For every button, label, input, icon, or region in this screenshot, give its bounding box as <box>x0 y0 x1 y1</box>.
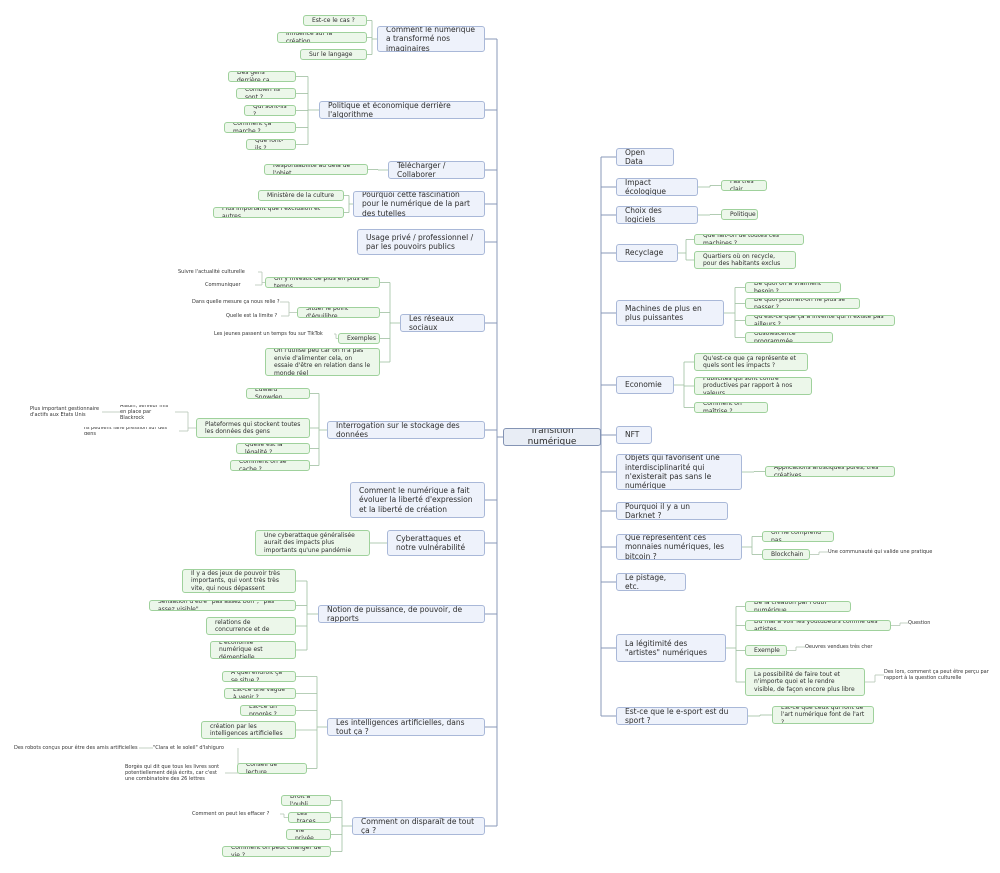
text-node[interactable]: Oeuvres vendues très cher <box>805 643 873 650</box>
leaf-node[interactable]: Comment on maîtrise ? <box>694 402 768 413</box>
leaf-node[interactable]: Est-ce que ceux qui font de l'art numéri… <box>772 706 874 724</box>
leaf-node[interactable]: Quelle est la légalité ? <box>236 443 310 454</box>
text-node[interactable]: Ils peuvent faire pression sur des gens <box>84 427 167 435</box>
leaf-node[interactable]: Droit à l'oubli <box>281 795 331 806</box>
leaf-node[interactable]: Vie privée <box>286 829 331 840</box>
leaf-node[interactable]: Comment on se cache ? <box>230 460 310 471</box>
leaf-node[interactable]: Une cyberattaque généralisée aurait des … <box>255 530 370 556</box>
branch-reseaux-sociaux[interactable]: Les réseaux sociaux <box>400 314 485 332</box>
leaf-node[interactable]: Combien ils sont ? <box>236 88 296 99</box>
branch-machines[interactable]: Machines de plus en plus puissantes <box>616 300 724 326</box>
leaf-node[interactable]: Comment ça marche ? <box>224 122 296 133</box>
leaf-node[interactable]: Pas très clair <box>721 180 767 191</box>
text-node[interactable]: Borgès qui dit que tous les livres sont … <box>125 763 220 783</box>
leaf-node[interactable]: Politique <box>721 209 758 220</box>
text-node[interactable]: Des robots conçus pour être des amis art… <box>14 744 138 751</box>
branch-interdisciplinarite[interactable]: Objets qui favorisent une interdisciplin… <box>616 454 742 490</box>
branch-economie[interactable]: Economie <box>616 376 674 394</box>
leaf-node[interactable]: Publicités qui sont contre productives p… <box>694 377 812 395</box>
leaf-node[interactable]: Situer le point d'équilibre <box>297 307 380 318</box>
leaf-node[interactable]: De la création par l'outil numérique <box>745 601 851 612</box>
text-node[interactable]: Aladin, serveur mis en place par Blackro… <box>120 405 169 419</box>
leaf-node[interactable]: Sensation d'être "pas assez bon", "pas a… <box>149 600 296 611</box>
leaf-node[interactable]: L'économie numérique est démentielle <box>210 641 296 659</box>
leaf-node[interactable]: On l'utilise peu car on n'a pas envie d'… <box>265 348 380 376</box>
leaf-node[interactable]: Qu'est-ce que ça représente et quels son… <box>694 353 808 371</box>
leaf-node[interactable]: Conseil de lecture <box>237 763 307 774</box>
leaf-node[interactable]: Est-ce un progrès ? <box>240 705 296 716</box>
text-node[interactable]: Quelle est la limite ? <box>226 312 278 319</box>
branch-disparaitre[interactable]: Comment on disparaît de tout ça ? <box>352 817 485 835</box>
leaf-node[interactable]: Exemple <box>745 645 787 656</box>
text-node[interactable]: Dans quelle mesure ça nous relie ? <box>192 298 280 305</box>
leaf-node[interactable]: Ca exacerbe des relations de concurrence… <box>206 617 296 635</box>
leaf-node[interactable]: Exemples <box>338 333 380 344</box>
leaf-node[interactable]: Qu'est-ce que ça a inventé qui n'existe … <box>745 315 895 326</box>
text-node[interactable]: Les jeunes passent un temps fou sur TikT… <box>214 330 323 337</box>
leaf-node[interactable]: A quel endroit ça se situe ? <box>222 671 296 682</box>
leaf-node[interactable]: Edward Snowden <box>246 388 310 399</box>
branch-open-data[interactable]: Open Data <box>616 148 674 166</box>
branch-telecharger[interactable]: Télécharger / Collaborer <box>388 161 485 179</box>
branch-algorithme[interactable]: Politique et économique derrière l'algor… <box>319 101 485 119</box>
leaf-node[interactable]: Blockchain <box>762 549 810 560</box>
branch-usage[interactable]: Usage privé / professionnel / par les po… <box>357 229 485 255</box>
branch-choix-logiciels[interactable]: Choix des logiciels <box>616 206 698 224</box>
branch-esport[interactable]: Est-ce que le e-sport est du sport ? <box>616 707 748 725</box>
leaf-node[interactable]: Quartiers où on recycle, pour des habita… <box>694 251 796 269</box>
branch-nft[interactable]: NFT <box>616 426 652 444</box>
leaf-node[interactable]: Ministère de la culture <box>258 190 344 201</box>
leaf-node[interactable]: Que font-ils ? <box>246 139 296 150</box>
leaf-node[interactable]: Obsolescence programmée <box>745 332 833 343</box>
leaf-node[interactable]: Du mal à voir les youtubeurs comme des a… <box>745 620 891 631</box>
leaf-node[interactable]: Plateformes qui stockent toutes les donn… <box>196 418 310 438</box>
branch-intelligences-artificielles[interactable]: Les intelligences artificielles, dans to… <box>327 718 485 736</box>
leaf-node[interactable]: Plus important que l'exclusion et autres <box>213 207 344 218</box>
leaf-node[interactable]: Est-ce une vague à venir ? <box>224 688 296 699</box>
leaf-node[interactable]: Qui sont-ils ? <box>244 105 296 116</box>
leaf-node[interactable]: De quoi on a vraiment besoin ? <box>745 282 841 293</box>
text-node[interactable]: Communiquer <box>205 281 241 288</box>
branch-tutelles[interactable]: Pourquoi cette fascination pour le numér… <box>353 191 485 217</box>
text-node[interactable]: Comment on peut les effacer ? <box>192 810 270 817</box>
leaf-node[interactable]: Il y a des jeux de pouvoir très importan… <box>182 569 296 593</box>
text-node[interactable]: Des lors, comment ça peut être perçu par… <box>884 668 989 681</box>
text-node[interactable]: Plus important gestionnaire d'actifs aux… <box>30 405 100 418</box>
root-node[interactable]: Transition numérique <box>503 428 601 446</box>
branch-recyclage[interactable]: Recyclage <box>616 244 678 262</box>
leaf-node[interactable]: Applications artistiques pures, très cré… <box>765 466 895 477</box>
branch-legitimite-artistes[interactable]: La légitimité des "artistes" numériques <box>616 634 726 662</box>
branch-pistage[interactable]: Le pistage, etc. <box>616 573 686 591</box>
branch-puissance[interactable]: Notion de puissance, de pouvoir, de rapp… <box>318 605 485 623</box>
branch-liberte-expression[interactable]: Comment le numérique a fait évoluer la l… <box>350 482 485 518</box>
text-node[interactable]: Une communauté qui valide une pratique <box>828 548 933 555</box>
branch-cyberattaques[interactable]: Cyberattaques et notre vulnérabilité <box>387 530 485 556</box>
leaf-node[interactable]: Influence sur la création <box>277 32 367 43</box>
branch-impact-ecologique[interactable]: Impact écologique <box>616 178 698 196</box>
text-node[interactable]: Suivre l'actualité culturelle <box>178 268 245 275</box>
branch-imaginaires[interactable]: Comment le numérique a transformé nos im… <box>377 26 485 52</box>
leaf-node[interactable]: Est-ce le cas ? <box>303 15 367 26</box>
leaf-node[interactable]: On y investit de plus en plus de temps <box>265 277 380 288</box>
branch-bitcoin[interactable]: Que représentent ces monnaies numériques… <box>616 534 742 560</box>
leaf-node[interactable]: Comment on peut changer de vie ? <box>222 846 331 857</box>
leaf-node[interactable]: De quoi pourrait-on ne plus se passer ? <box>745 298 860 309</box>
leaf-node[interactable]: Des gens derrière ça <box>228 71 296 82</box>
leaf-node[interactable]: La possibilité de faire tout et n'import… <box>745 668 865 696</box>
leaf-node[interactable]: On ne comprend pas <box>762 531 834 542</box>
leaf-node[interactable]: Sur le langage <box>300 49 367 60</box>
branch-stockage-donnees[interactable]: Interrogation sur le stockage des donnée… <box>327 421 485 439</box>
leaf-node[interactable]: Les traces <box>288 812 331 823</box>
leaf-node[interactable]: Responsabilité au delà de l'objet <box>264 164 368 175</box>
branch-darknet[interactable]: Pourquoi il y a un Darknet ? <box>616 502 728 520</box>
text-node[interactable]: "Clara et le soleil" d'Ishiguro <box>153 744 224 751</box>
text-node[interactable]: Question <box>908 619 931 626</box>
leaf-node[interactable]: Que fait-on de toutes ces machines ? <box>694 234 804 245</box>
leaf-node[interactable]: La question de la création par les intel… <box>201 721 296 739</box>
